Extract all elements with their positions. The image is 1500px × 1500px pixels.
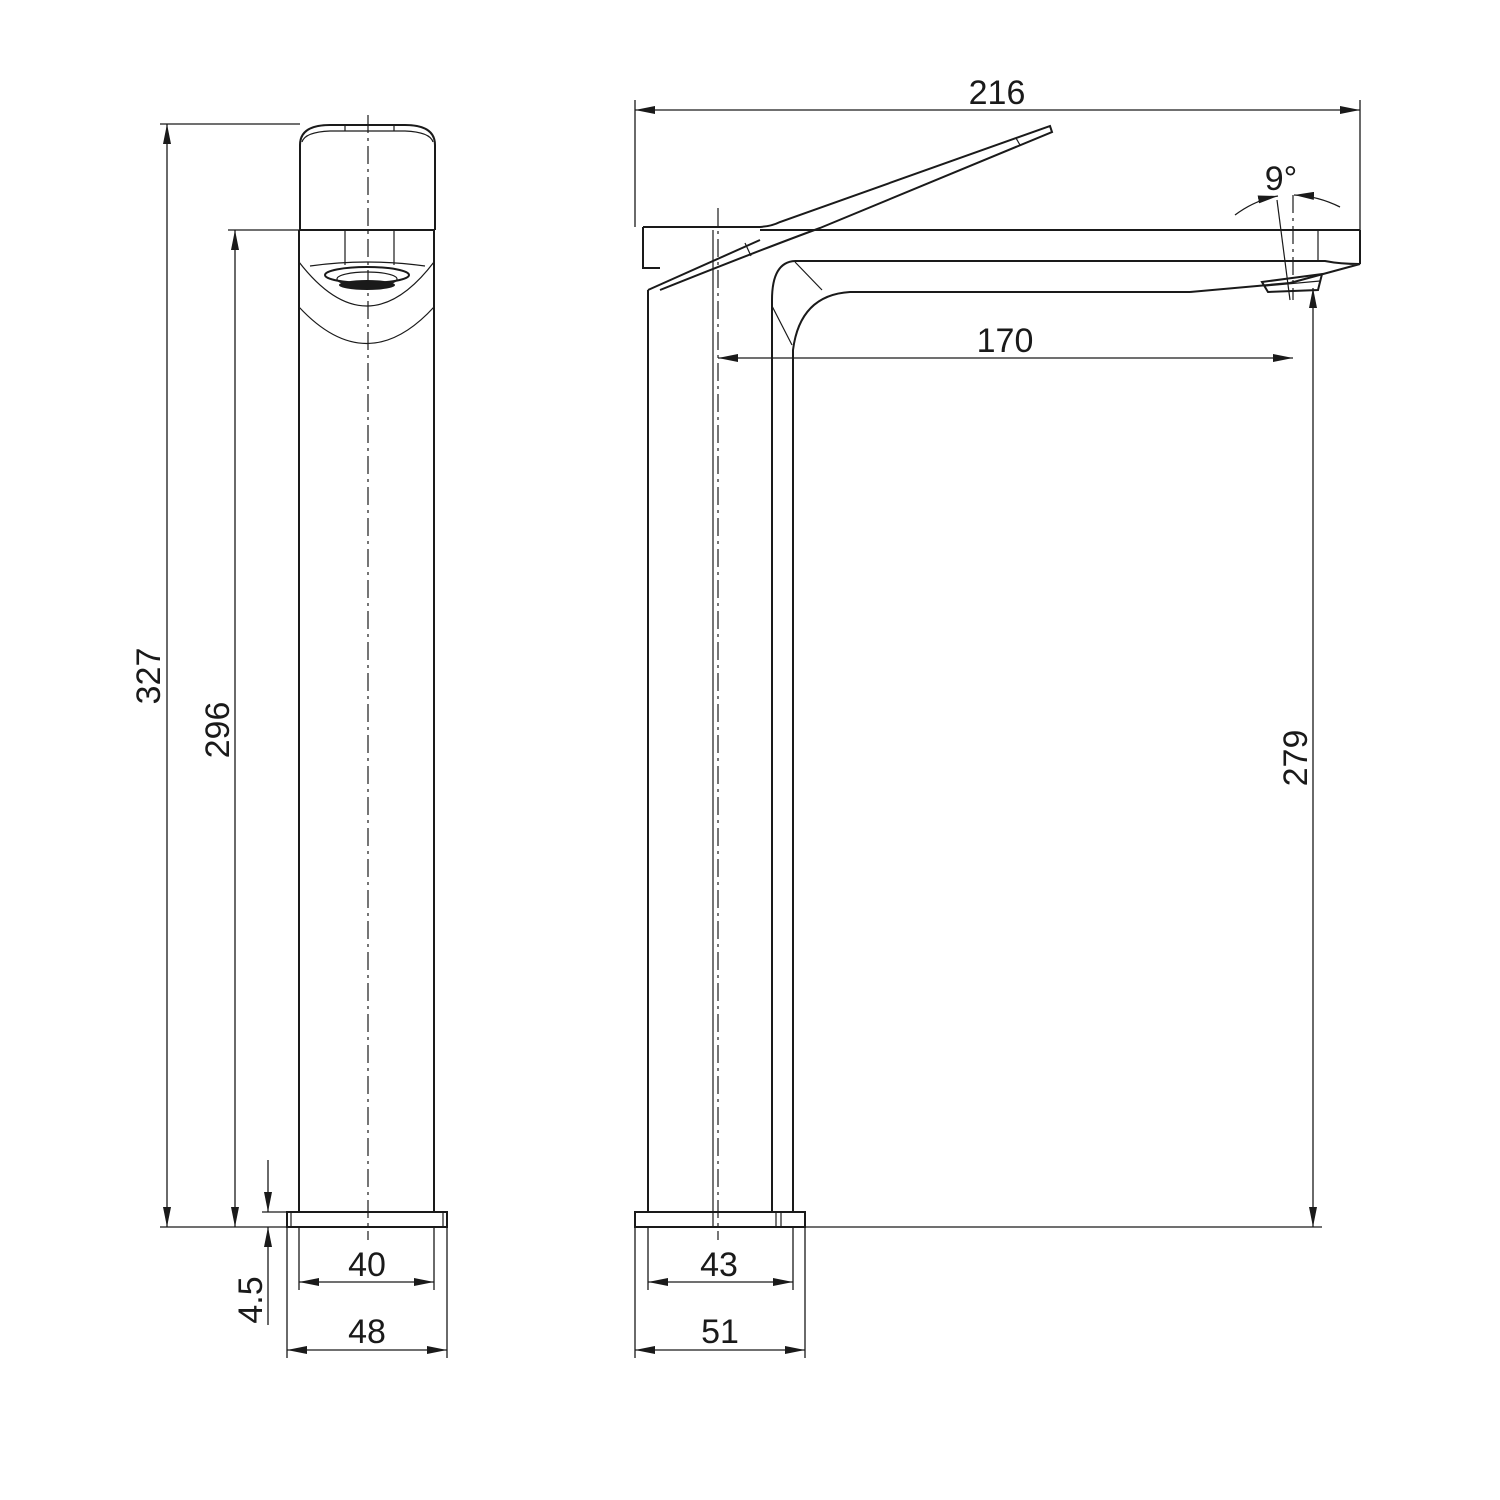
- dimension-outlet-height: 279: [1277, 730, 1315, 787]
- outlet-aerator: [1260, 272, 1324, 294]
- dimension-base-width: 48: [348, 1313, 386, 1351]
- dimension-base-thickness: 4.5: [232, 1276, 270, 1323]
- dimension-overall-height: 327: [130, 648, 168, 705]
- side-view: 216 9° 170 279 43 51: [634, 74, 1361, 1358]
- dimension-body-depth: 43: [700, 1246, 738, 1284]
- dimension-spout-reach: 170: [977, 322, 1034, 360]
- dimension-base-depth: 51: [701, 1313, 739, 1351]
- dimension-overall-length: 216: [969, 74, 1026, 112]
- aerator-icon: [324, 266, 410, 290]
- spout-underside: [795, 260, 1361, 284]
- dimension-outlet-angle: 9°: [1265, 160, 1298, 198]
- lever-handle: [643, 124, 1054, 291]
- dimension-body-width: 40: [348, 1246, 386, 1284]
- dimension-spout-height: 296: [199, 702, 237, 759]
- front-view: 327 296 4.5 40 48: [130, 115, 448, 1358]
- lever-underside: [647, 239, 761, 291]
- front-spout-arc: [298, 261, 435, 307]
- front-base-plate: [286, 1211, 448, 1228]
- side-base-plate: [634, 1211, 806, 1228]
